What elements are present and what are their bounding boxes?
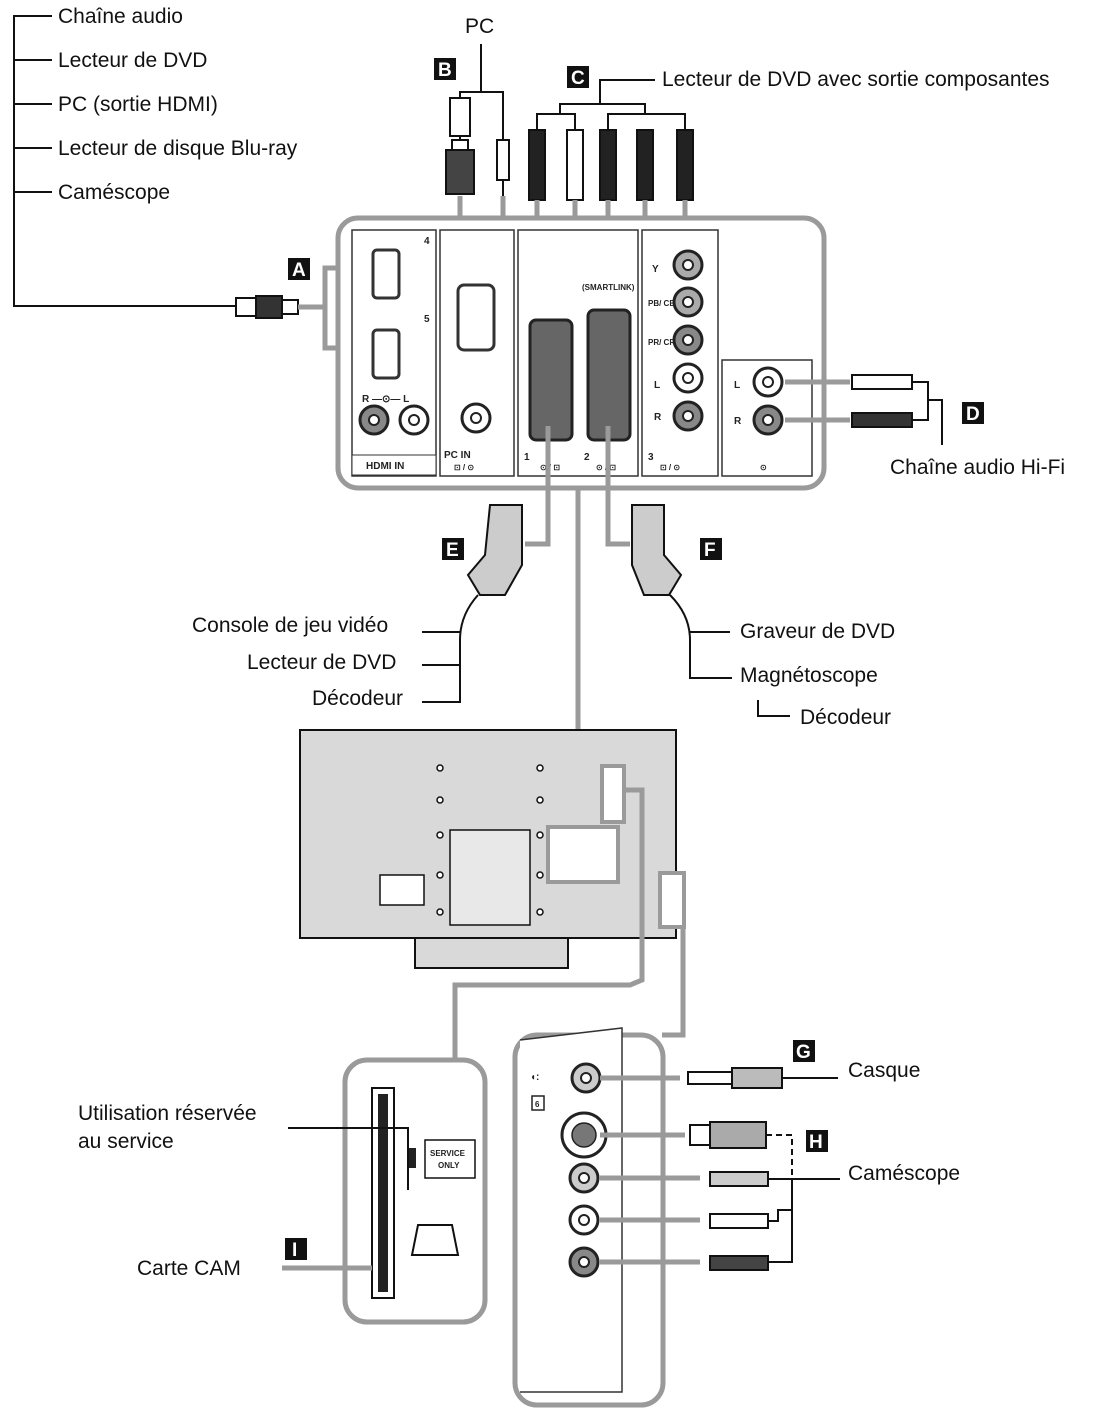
label-game-console: Console de jeu vidéo xyxy=(192,614,388,637)
label-hifi: Chaîne audio Hi-Fi xyxy=(890,456,1065,479)
hdmi-port-4 xyxy=(371,248,401,300)
hdmi-in-label: HDMI IN xyxy=(366,461,404,472)
service-port xyxy=(408,1148,416,1168)
audio-out-r-jack-core xyxy=(762,414,774,426)
label-dvd-component: Lecteur de DVD avec sortie composantes xyxy=(662,68,1050,91)
service-only-2: ONLY xyxy=(438,1161,460,1170)
badge-c xyxy=(567,66,589,88)
label-pc-hdmi: PC (sortie HDMI) xyxy=(58,93,218,116)
vga-plug xyxy=(445,97,475,195)
label-decoder-right: Décodeur xyxy=(800,706,891,729)
label-audio-system: Chaîne audio xyxy=(58,5,183,28)
badge-h xyxy=(806,1130,828,1152)
hdmi-audio-rl-label: R —⊙— L xyxy=(362,394,409,405)
comp3-label: 3 xyxy=(648,452,654,463)
scart-plug-f xyxy=(631,504,683,596)
badge-e xyxy=(442,538,464,560)
badge-a xyxy=(288,258,310,280)
smartlink-label: (SMARTLINK) xyxy=(582,283,635,292)
badge-d xyxy=(962,402,984,424)
badge-h-text: H xyxy=(809,1132,823,1153)
scart1-label: 1 xyxy=(524,452,530,463)
badge-b xyxy=(434,58,456,80)
comp3-sub-label: ⊡ / ⊙ xyxy=(660,463,680,472)
badge-g xyxy=(793,1040,815,1062)
camcorder-plugs xyxy=(689,1121,769,1271)
hdmi-audio-l-jack-core xyxy=(408,414,420,426)
component-jacks xyxy=(672,249,704,432)
badge-d-text: D xyxy=(966,404,980,425)
label-service-use-1: Utilisation réservée xyxy=(78,1102,257,1125)
hdmi-plug xyxy=(235,295,299,319)
badge-a-text: A xyxy=(292,260,306,281)
label-dvd-recorder: Graveur de DVD xyxy=(740,620,895,643)
cam-slot-inner xyxy=(378,1094,388,1292)
hdmi-in-label-box xyxy=(351,454,437,476)
cam-panel xyxy=(342,1057,488,1325)
audio-minijack-plug xyxy=(496,139,510,196)
label-camcorder-top: Caméscope xyxy=(58,181,170,204)
pc-in-sub-label: ⊡ / ⊙ xyxy=(454,463,474,472)
scart-plug-e xyxy=(466,504,523,596)
scart-port-1 xyxy=(528,318,574,442)
badge-f-text: F xyxy=(704,540,716,561)
pr-label: PR/ CR xyxy=(648,338,675,347)
s-video-jack-core xyxy=(571,1122,597,1148)
r-label: R xyxy=(654,412,662,423)
audio-out-l-jack-core xyxy=(762,376,774,388)
hdmi-audio-r-jack-core xyxy=(368,414,380,426)
headphone-jack-core xyxy=(580,1072,592,1084)
service-only-label-box xyxy=(424,1139,476,1179)
pb-label: PB/ CB xyxy=(648,299,675,308)
badge-f xyxy=(700,538,722,560)
headphone-symbol: ◖: xyxy=(530,1072,539,1083)
rca-plugs-audio-out xyxy=(851,374,913,428)
badge-c-text: C xyxy=(571,68,585,89)
scart-port-2 xyxy=(586,308,632,442)
badge-b-text: B xyxy=(438,60,452,81)
badge-e-text: E xyxy=(446,540,459,561)
label-pc: PC xyxy=(465,15,494,38)
label-dvd-player-2: Lecteur de DVD xyxy=(247,651,396,674)
hdmi-5-label: 5 xyxy=(424,314,430,325)
label-bluray: Lecteur de disque Blu-ray xyxy=(58,137,298,160)
rca-plugs-component xyxy=(528,129,694,201)
vga-port xyxy=(456,283,496,352)
out-sub-label: ⊙ xyxy=(760,463,767,472)
hdmi-4-label: 4 xyxy=(424,236,430,247)
badge-g-text: G xyxy=(796,1042,811,1063)
label-cam-card: Carte CAM xyxy=(137,1257,241,1280)
hdmi-device-tree xyxy=(13,15,238,307)
side6-label-box xyxy=(531,1095,545,1111)
side-audio-r-jack-core xyxy=(578,1256,590,1268)
badge-i xyxy=(285,1238,307,1260)
hdmi-port-5 xyxy=(371,328,401,380)
tv-rear-view xyxy=(299,729,686,969)
label-headphones: Casque xyxy=(848,1059,920,1082)
service-only-1: SERVICE xyxy=(430,1149,466,1158)
side-audio-l-jack-core xyxy=(578,1214,590,1226)
out-l-label: L xyxy=(734,380,740,391)
pc-in-section xyxy=(439,229,515,477)
y-label: Y xyxy=(652,264,659,275)
label-service-use-2: au service xyxy=(78,1130,174,1153)
pc-in-label: PC IN xyxy=(444,450,471,461)
scart2-label: 2 xyxy=(584,452,590,463)
badge-i-text: I xyxy=(292,1240,297,1261)
cam-eject-icon xyxy=(410,1224,460,1256)
l-label: L xyxy=(654,380,660,391)
side6-label: 6 xyxy=(535,1100,540,1109)
label-decoder-left: Décodeur xyxy=(312,687,403,710)
headphone-plug xyxy=(687,1067,783,1089)
side-video-jack-core xyxy=(578,1172,590,1184)
label-camcorder-side: Caméscope xyxy=(848,1162,960,1185)
out-r-label: R xyxy=(734,416,742,427)
label-dvd-player: Lecteur de DVD xyxy=(58,49,207,72)
pc-audio-jack-core xyxy=(470,412,482,424)
label-vcr: Magnétoscope xyxy=(740,664,878,687)
